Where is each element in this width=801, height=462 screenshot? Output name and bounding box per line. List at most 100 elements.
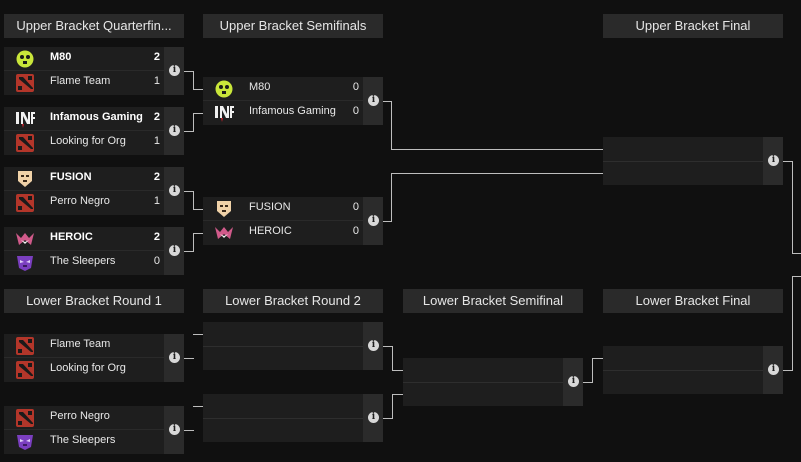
info-icon[interactable]: i [768, 364, 779, 375]
bracket-connector [392, 370, 403, 371]
match-ubsf1[interactable]: M80 0 Infamous Gaming 0 i [203, 77, 383, 125]
match-lbr2b[interactable]: i [203, 394, 383, 442]
dota-logo-icon [14, 134, 36, 152]
infamous-logo-icon [213, 104, 235, 122]
info-icon[interactable]: i [169, 125, 180, 136]
info-icon[interactable]: i [169, 65, 180, 76]
team-name: M80 [249, 81, 271, 93]
match-lb-final[interactable]: i [603, 346, 783, 394]
match-ubsf2[interactable]: FUSION 0 HEROIC 0 i [203, 197, 383, 245]
header-lb-round1: Lower Bracket Round 1 [4, 289, 184, 313]
team-row[interactable]: HEROIC 2 [4, 227, 164, 251]
team-row[interactable]: Flame Team [4, 334, 164, 358]
info-icon[interactable]: i [169, 352, 180, 363]
team-score: 2 [153, 111, 160, 123]
match-ubqf3[interactable]: FUSION 2 Perro Negro 1 i [4, 167, 184, 215]
match-info-panel[interactable]: i [164, 107, 184, 155]
bracket-connector [792, 276, 793, 370]
team-row[interactable]: HEROIC 0 [203, 221, 363, 244]
match-info-panel[interactable]: i [363, 197, 383, 245]
team-row[interactable]: The Sleepers 0 [4, 251, 164, 274]
info-icon[interactable]: i [568, 376, 579, 387]
m80-logo-icon [213, 80, 235, 98]
team-row[interactable]: Looking for Org [4, 358, 164, 381]
bracket-connector [193, 113, 203, 114]
match-ubqf1[interactable]: M80 2 Flame Team 1 i [4, 47, 184, 95]
team-score: 0 [352, 81, 359, 93]
dota-logo-icon [14, 409, 36, 427]
team-name: Infamous Gaming [249, 105, 336, 117]
team-name: FUSION [249, 201, 291, 213]
bracket-connector [193, 233, 194, 251]
match-info-panel[interactable]: i [763, 137, 783, 185]
team-row[interactable]: FUSION 2 [4, 167, 164, 191]
dota-logo-icon [14, 74, 36, 92]
fusion-logo-icon [14, 170, 36, 188]
match-ubqf4[interactable]: HEROIC 2 The Sleepers 0 i [4, 227, 184, 275]
info-icon[interactable]: i [169, 424, 180, 435]
team-row[interactable]: Flame Team 1 [4, 71, 164, 94]
match-info-panel[interactable]: i [363, 322, 383, 370]
match-info-panel[interactable]: i [763, 346, 783, 394]
dota-logo-icon [14, 337, 36, 355]
team-row[interactable]: M80 2 [4, 47, 164, 71]
match-info-panel[interactable]: i [363, 394, 383, 442]
header-ub-quarterfinals: Upper Bracket Quarterfin... [4, 14, 184, 38]
team-name: Flame Team [50, 75, 111, 87]
match-lbr1a[interactable]: Flame Team Looking for Org i [4, 334, 184, 382]
team-row[interactable]: M80 0 [203, 77, 363, 101]
team-score: 1 [153, 135, 160, 147]
bracket-connector [184, 131, 194, 132]
match-ubqf2[interactable]: Infamous Gaming 2 Looking for Org 1 i [4, 107, 184, 155]
match-info-panel[interactable]: i [164, 167, 184, 215]
info-icon[interactable]: i [169, 245, 180, 256]
match-info-panel[interactable]: i [563, 358, 583, 406]
bracket-connector [193, 233, 203, 234]
match-info-panel[interactable]: i [164, 47, 184, 95]
bracket-connector [783, 370, 793, 371]
info-icon[interactable]: i [368, 215, 379, 226]
team-row[interactable]: Perro Negro 1 [4, 191, 164, 214]
team-name: Looking for Org [50, 362, 126, 374]
bracket-connector [184, 191, 194, 192]
info-icon[interactable]: i [768, 155, 779, 166]
team-score: 0 [352, 201, 359, 213]
bracket-connector [792, 276, 801, 277]
info-icon[interactable]: i [368, 412, 379, 423]
match-info-panel[interactable]: i [164, 406, 184, 454]
team-name: The Sleepers [50, 255, 116, 267]
heroic-logo-icon [14, 230, 36, 248]
match-lbr1b[interactable]: Perro Negro The Sleepers i [4, 406, 184, 454]
sleepers-logo-icon [14, 254, 36, 272]
team-row[interactable]: FUSION 0 [203, 197, 363, 221]
team-row[interactable]: The Sleepers [4, 430, 164, 453]
bracket-connector [391, 173, 392, 221]
team-score: 1 [153, 75, 160, 87]
bracket-connector [783, 161, 793, 162]
match-ub-final[interactable]: i [603, 137, 783, 185]
bracket-connector [592, 358, 603, 359]
match-info-panel[interactable]: i [164, 334, 184, 382]
header-ub-final: Upper Bracket Final [603, 14, 783, 38]
team-row[interactable]: Infamous Gaming 0 [203, 101, 363, 124]
info-icon[interactable]: i [368, 95, 379, 106]
team-name: FUSION [50, 171, 92, 183]
heroic-logo-icon [213, 224, 235, 242]
team-row[interactable]: Looking for Org 1 [4, 131, 164, 154]
match-info-panel[interactable]: i [363, 77, 383, 125]
match-lbr2a[interactable]: i [203, 322, 383, 370]
match-lb-semifinal[interactable]: i [403, 358, 583, 406]
bracket-connector [392, 394, 403, 395]
match-info-panel[interactable]: i [164, 227, 184, 275]
team-row[interactable]: Perro Negro [4, 406, 164, 430]
bracket-connector [391, 101, 392, 149]
team-row[interactable]: Infamous Gaming 2 [4, 107, 164, 131]
team-score: 0 [352, 105, 359, 117]
m80-logo-icon [14, 50, 36, 68]
info-icon[interactable]: i [169, 185, 180, 196]
info-icon[interactable]: i [368, 340, 379, 351]
row-divider [203, 346, 363, 347]
row-divider [403, 382, 563, 383]
fusion-logo-icon [213, 200, 235, 218]
row-divider [603, 370, 763, 371]
